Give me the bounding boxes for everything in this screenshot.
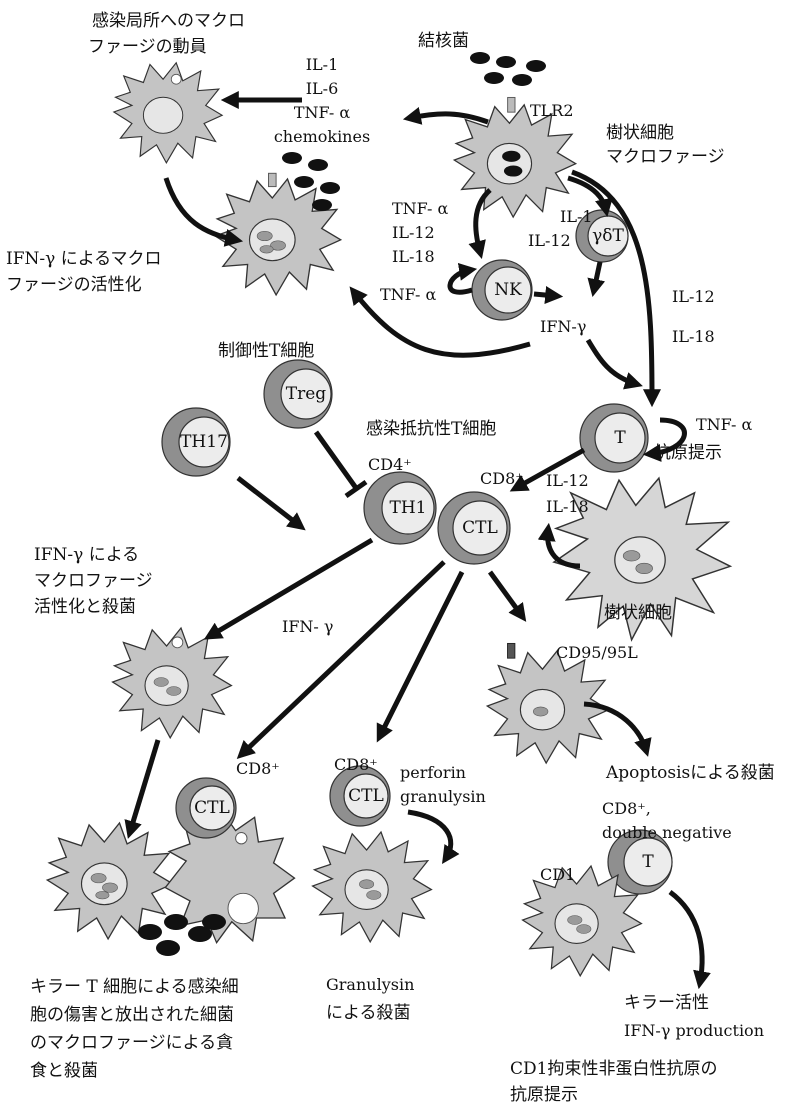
antigen-present-label: 抗原提示 — [654, 443, 722, 463]
ifn-activation-label-2: ファージの活性化 — [6, 275, 142, 295]
cd8-label-b: CD8⁺ — [236, 759, 280, 778]
granulysin-caption-2: による殺菌 — [326, 1003, 411, 1023]
cd1-label: CD1 — [540, 865, 575, 884]
tnf-a-right-label: TNF- α — [696, 415, 753, 434]
ifn-g-mid-label: IFN-γ — [540, 317, 586, 336]
dc-macro-label-2: マクロファージ — [606, 147, 725, 167]
th1-cell: TH1 — [363, 471, 437, 545]
tnf-il-label-3: IL-18 — [392, 247, 435, 266]
killer-caption-1: キラー T 細胞による感染細 — [30, 977, 239, 997]
bacteria-cluster-left — [282, 152, 340, 211]
ifn-production-label: IFN-γ production — [624, 1021, 764, 1040]
killer-caption-3: のマクロファージによる貪 — [30, 1032, 233, 1053]
tnf-a-left-label: TNF- α — [380, 285, 437, 304]
t-cell-upper: T — [579, 403, 649, 473]
killer-activity-label: キラー活性 — [624, 993, 709, 1013]
th17-cell: TH17 — [161, 407, 231, 477]
svg-text:CTL: CTL — [462, 518, 498, 538]
activated-macrophage — [214, 172, 342, 296]
ctl-cell-main: CTL — [437, 491, 511, 565]
macrophage-cd1 — [521, 865, 643, 977]
cytokine-il6: IL-6 — [306, 79, 339, 98]
il18-right-label: IL-18 — [672, 327, 715, 346]
cytokine-tnfa: TNF- α — [294, 103, 351, 122]
il12-lower-label: IL-12 — [546, 471, 589, 490]
svg-text:Treg: Treg — [286, 384, 327, 404]
macrophage-bottom-left — [46, 822, 174, 940]
tb-label: 結核菌 — [418, 31, 469, 51]
granulysin-caption-1: Granulysin — [326, 975, 414, 994]
ifn-g-lower-label: IFN- γ — [282, 617, 333, 636]
granulysin-label: granulysin — [400, 787, 486, 806]
recruit-label-1: 感染局所へのマクロ — [92, 11, 245, 31]
nk-cell: NK — [471, 259, 533, 321]
svg-text:CTL: CTL — [348, 786, 384, 806]
cd95-label: CD95/95L — [556, 643, 638, 662]
killer-caption-2: 胞の傷害と放出された細菌 — [30, 1005, 234, 1025]
tlr2-label: TLR2 — [530, 101, 574, 120]
il1-label: IL-1 — [560, 207, 593, 226]
tuberculosis-bacteria — [470, 52, 546, 86]
cd1-caption-2: 抗原提示 — [510, 1085, 578, 1105]
svg-text:TH17: TH17 — [180, 432, 228, 452]
ctl-cell-left: CTL — [175, 777, 237, 839]
cd8-label-a: CD8⁺ — [480, 469, 524, 488]
cd8-double-label-2: double negative — [602, 823, 732, 842]
released-bacteria — [138, 914, 226, 956]
cytokine-chemokines: chemokines — [274, 127, 370, 146]
recruit-label-2: ファージの動員 — [88, 37, 207, 57]
svg-text:NK: NK — [494, 280, 522, 300]
svg-text:TH1: TH1 — [390, 498, 427, 518]
macrophage-apoptosis — [486, 642, 610, 764]
il12-right-label: IL-12 — [672, 287, 715, 306]
svg-text:T: T — [642, 852, 654, 872]
dendritic-cell-lower — [552, 476, 733, 642]
il12-label: IL-12 — [528, 231, 571, 250]
cd8-label-c: CD8⁺ — [334, 755, 378, 774]
ifn-kill-label-3: 活性化と殺菌 — [34, 597, 136, 617]
t-cell-lower: T — [607, 829, 673, 895]
macrophage-mid-left — [111, 627, 233, 739]
apoptosis-label: Apoptosisによる殺菌 — [605, 763, 775, 783]
resistant-t-title: 感染抵抗性T細胞 — [366, 419, 496, 439]
dc-macro-label-1: 樹状細胞 — [606, 123, 674, 143]
ifn-activation-label-1: IFN-γ によるマクロ — [6, 249, 162, 269]
ifn-kill-label-2: マクロファージ — [34, 571, 153, 591]
svg-text:CTL: CTL — [194, 798, 230, 818]
il18-lower-label: IL-18 — [546, 497, 589, 516]
perforin-label: perforin — [400, 763, 466, 782]
dc-lower-label: 樹状細胞 — [604, 603, 672, 623]
cytokine-il1: IL-1 — [306, 55, 339, 74]
treg-cell: Treg — [263, 359, 333, 429]
dendritic-macrophage-top — [453, 96, 577, 218]
killer-caption-4: 食と殺菌 — [30, 1061, 98, 1081]
tnf-il-label-2: IL-12 — [392, 223, 435, 242]
tnf-il-label-1: TNF- α — [392, 199, 449, 218]
cd8-double-label-1: CD8⁺, — [602, 799, 651, 818]
svg-text:T: T — [614, 428, 626, 448]
macrophage-granulysin — [311, 831, 433, 943]
ctl-cell-mid: CTL — [329, 765, 391, 827]
cd4-label: CD4⁺ — [368, 455, 412, 474]
ifn-kill-label-1: IFN-γ による — [34, 545, 139, 565]
treg-title: 制御性T細胞 — [218, 341, 314, 361]
arrows — [124, 91, 711, 990]
svg-text:γδT: γδT — [592, 226, 624, 246]
recruited-macrophage — [113, 62, 223, 164]
cd1-caption-1: CD1拘束性非蛋白性抗原の — [510, 1059, 717, 1079]
